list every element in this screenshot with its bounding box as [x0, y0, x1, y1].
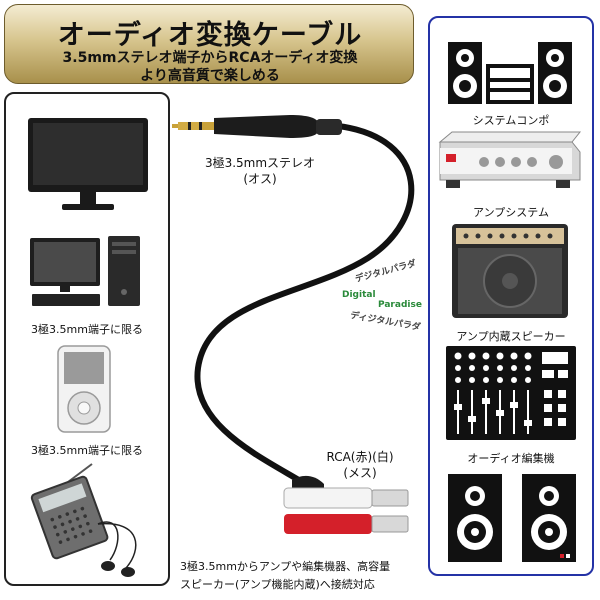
plug-label-line1: 3極3.5mmステレオ: [204, 156, 316, 170]
banner-subtitle-line1: 3.5mmステレオ端子からRCAオーディオ変換: [62, 50, 358, 66]
player-restriction-label: 3極3.5mm端子に限る: [31, 444, 143, 457]
monitor-icon: [28, 118, 148, 210]
footer-note-line2: スピーカー(アンプ機能内蔵)へ接続対応: [180, 578, 375, 591]
source-devices-panel: [4, 92, 170, 586]
audio-cable: [172, 115, 415, 534]
watermark-brand-1: Digital: [342, 290, 376, 300]
desktop-pc-icon: [30, 236, 140, 306]
watermark-brand-2: Paradise: [378, 300, 422, 310]
audio-mixer-icon: [446, 346, 576, 440]
right-item-label-2: アンプシステム: [473, 206, 549, 219]
plug-label-line2: (オス): [243, 172, 277, 186]
banner-title: オーディオ変換ケーブル: [57, 20, 363, 51]
radio-icon: [30, 463, 137, 577]
rca-label-line1: RCA(赤)(白): [326, 450, 394, 464]
mini-component-system-icon: [448, 42, 572, 104]
right-item-label-1: システムコンポ: [472, 114, 550, 127]
rca-label-line2: (メス): [343, 466, 377, 480]
music-player-icon: [57, 345, 111, 433]
right-item-label-4: オーディオ編集機: [467, 452, 555, 465]
footer-note-line1: 3極3.5mmからアンプや編集機器、高容量: [180, 560, 391, 573]
studio-speakers-icon: [448, 474, 576, 562]
amplifier-icon: [438, 131, 582, 188]
output-devices-panel: [428, 16, 594, 576]
pc-restriction-label: 3極3.5mm端子に限る: [31, 323, 143, 336]
speaker-amp-icon: [452, 224, 568, 318]
banner-subtitle-line2: より高音質で楽しめる: [140, 68, 280, 84]
right-item-label-3: アンプ内蔵スピーカー: [456, 330, 566, 343]
title-banner: オーディオ変換ケーブル 3.5mmステレオ端子からRCAオーディオ変換 より高音…: [4, 4, 414, 84]
